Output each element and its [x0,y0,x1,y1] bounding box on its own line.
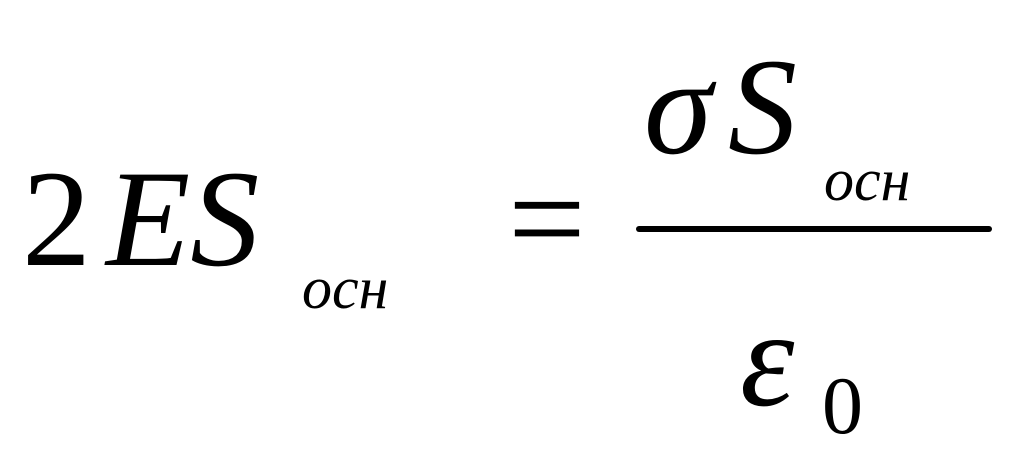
equals-sign: = [508,142,586,295]
numerator-sigma-symbol: σ [644,30,713,183]
lhs-coefficient: 2 [22,142,91,295]
lhs-variable: ES [106,142,260,295]
denominator-subscript: 0 [822,360,863,451]
numerator-subscript: осн [824,147,911,213]
numerator-variable: S [728,30,797,183]
fraction-bar [636,226,992,232]
denominator-epsilon-symbol: ε [740,282,795,435]
lhs-subscript: осн [302,255,389,321]
